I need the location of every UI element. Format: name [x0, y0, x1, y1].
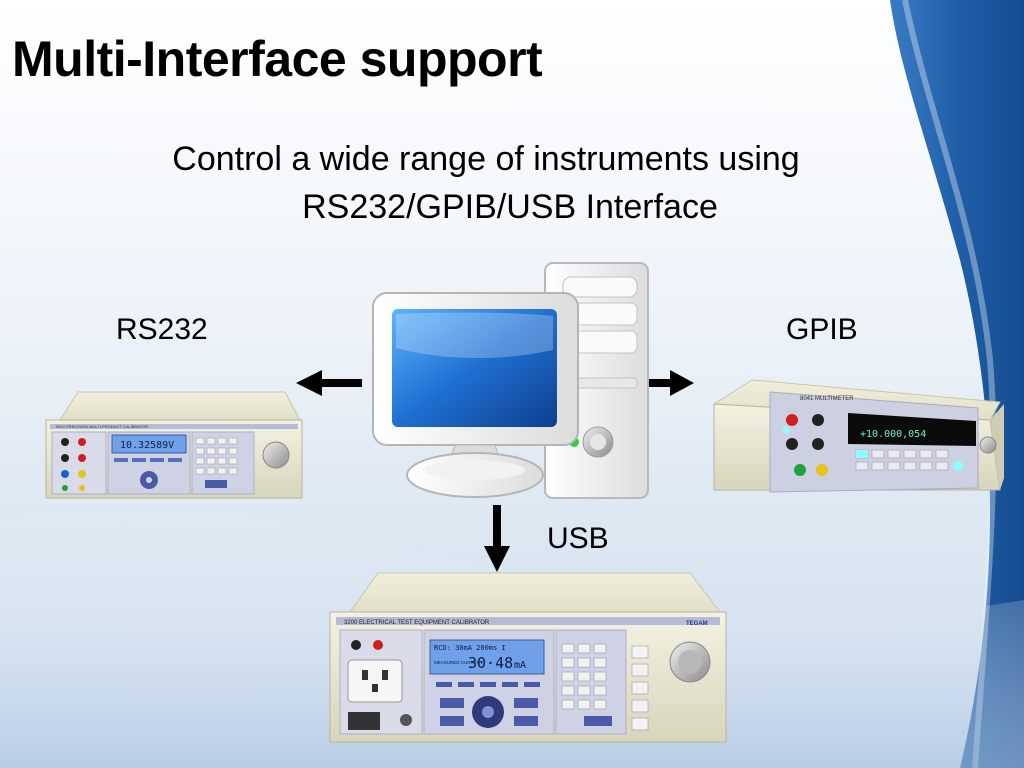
subtitle-line-1: Control a wide range of instruments usin… — [172, 140, 800, 178]
usb-brand-logo: TEGAM — [686, 621, 708, 627]
iec-socket-icon — [348, 712, 380, 730]
usb-lcd — [429, 639, 545, 675]
gpib-display-text: +10.000,054 — [860, 429, 926, 440]
monitor — [372, 292, 579, 498]
arrow-to-gpib — [648, 370, 694, 396]
rs232-knob — [262, 441, 290, 469]
usb-display-value: 30·48 — [468, 654, 513, 672]
rs232-model-label: 9010 PRECISION MULTI-PRODUCT CALIBRATOR — [56, 424, 148, 429]
page-title: Multi-Interface support — [12, 31, 543, 87]
gpib-model-label: 8041 MULTIMETER — [800, 396, 854, 402]
rs232-label: RS232 — [116, 313, 208, 346]
rs232-lcd — [111, 434, 187, 454]
rs232-display-text: 10.32589V — [120, 440, 174, 451]
rs232-instrument: 9010 PRECISION MULTI-PRODUCT CALIBRATOR … — [45, 391, 303, 499]
subtitle-line-2: RS232/GPIB/USB Interface — [302, 188, 718, 226]
usb-display-line1: RCD: 30mA 200ms I — [434, 644, 506, 652]
usb-display-caption: MEASURED CURRENT — [434, 660, 483, 665]
gpib-instrument: 8041 MULTIMETER +10.000,054 — [712, 379, 1004, 493]
arrow-to-rs232 — [296, 370, 362, 396]
monitor-screen — [392, 309, 557, 427]
gpib-label: GPIB — [786, 313, 858, 346]
usb-display-unit: mA — [514, 660, 526, 671]
arrow-to-usb — [484, 505, 510, 572]
mains-socket-icon — [347, 659, 403, 703]
gpib-display — [848, 413, 976, 446]
usb-instrument: 3200 ELECTRICAL TEST EQUIPMENT CALIBRATO… — [329, 572, 727, 743]
usb-model-label: 3200 ELECTRICAL TEST EQUIPMENT CALIBRATO… — [344, 620, 490, 626]
usb-label: USB — [547, 522, 609, 555]
